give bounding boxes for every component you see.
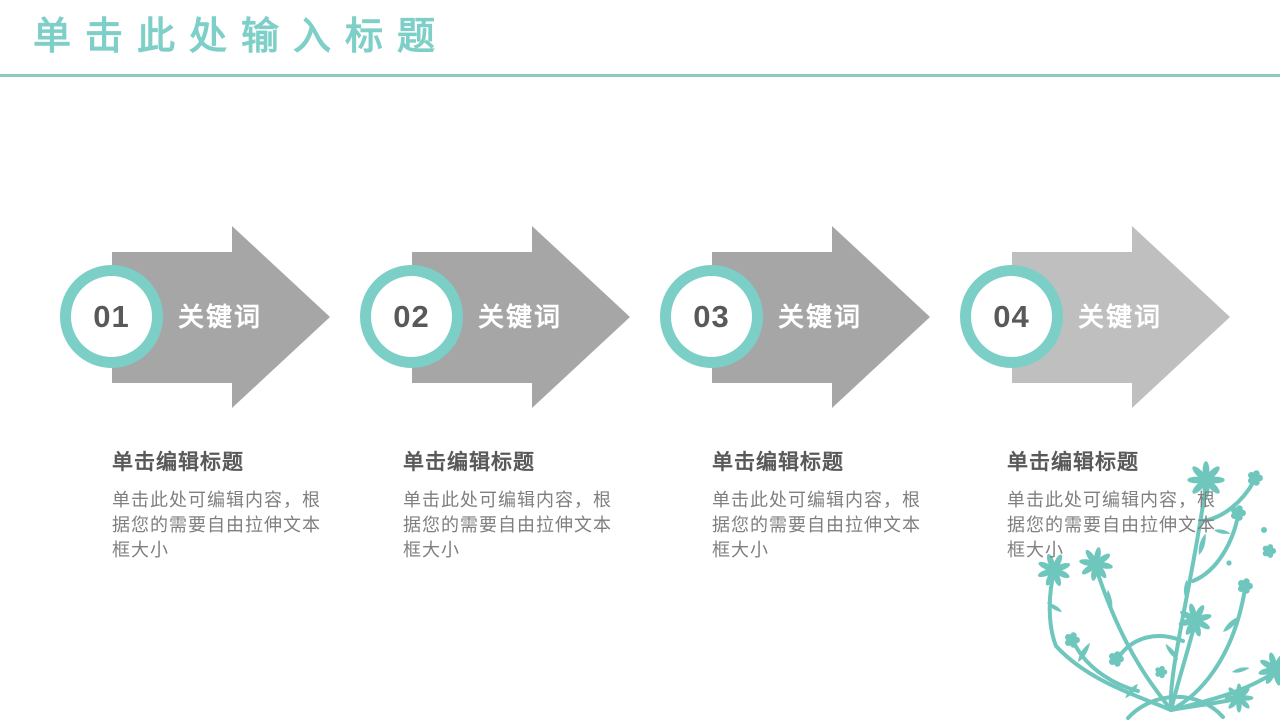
caption-body[interactable]: 单击此处可编辑内容，根 据您的需要自由拉伸文本 框大小 bbox=[112, 490, 321, 560]
step-item-3: 03 关键词 bbox=[660, 0, 960, 720]
step-number-badge[interactable]: 03 bbox=[660, 265, 763, 368]
step-number-badge[interactable]: 01 bbox=[60, 265, 163, 368]
caption-title[interactable]: 单击编辑标题 bbox=[403, 451, 535, 474]
step-keyword[interactable]: 关键词 bbox=[1077, 302, 1162, 332]
arrow-shape-head bbox=[232, 226, 330, 408]
step-item-2: 02 关键词 bbox=[360, 0, 660, 720]
step-number-badge[interactable]: 04 bbox=[960, 265, 1063, 368]
arrow-shape-head bbox=[532, 226, 630, 408]
step-caption-1: 单击编辑标题 单击此处可编辑内容，根 据您的需要自由拉伸文本 框大小 bbox=[112, 446, 350, 563]
flower-decoration bbox=[1018, 460, 1280, 720]
step-caption-3: 单击编辑标题 单击此处可编辑内容，根 据您的需要自由拉伸文本 框大小 bbox=[712, 446, 950, 563]
step-number: 02 bbox=[393, 298, 430, 334]
step-number-badge[interactable]: 02 bbox=[360, 265, 463, 368]
step-keyword[interactable]: 关键词 bbox=[477, 302, 562, 332]
step-number: 03 bbox=[693, 298, 730, 334]
step-item-4: 04 关键词 bbox=[960, 0, 1260, 720]
arrow-shape-head bbox=[832, 226, 930, 408]
step-keyword[interactable]: 关键词 bbox=[177, 302, 262, 332]
caption-body[interactable]: 单击此处可编辑内容，根 据您的需要自由拉伸文本 框大小 bbox=[1007, 490, 1216, 560]
step-number: 04 bbox=[993, 298, 1030, 334]
step-caption-2: 单击编辑标题 单击此处可编辑内容，根 据您的需要自由拉伸文本 框大小 bbox=[403, 446, 641, 563]
step-keyword[interactable]: 关键词 bbox=[777, 302, 862, 332]
caption-title[interactable]: 单击编辑标题 bbox=[112, 451, 244, 474]
step-item-1: 01 关键词 bbox=[60, 0, 360, 720]
step-number: 01 bbox=[93, 298, 130, 334]
caption-body[interactable]: 单击此处可编辑内容，根 据您的需要自由拉伸文本 框大小 bbox=[712, 490, 921, 560]
caption-title[interactable]: 单击编辑标题 bbox=[1007, 451, 1139, 474]
caption-body[interactable]: 单击此处可编辑内容，根 据您的需要自由拉伸文本 框大小 bbox=[403, 490, 612, 560]
arrow-shape-head bbox=[1132, 226, 1230, 408]
caption-title[interactable]: 单击编辑标题 bbox=[712, 451, 844, 474]
step-caption-4: 单击编辑标题 单击此处可编辑内容，根 据您的需要自由拉伸文本 框大小 bbox=[1007, 446, 1245, 563]
slide-title[interactable]: 单击此处输入标题 bbox=[33, 16, 450, 58]
title-divider-line bbox=[0, 74, 1280, 77]
